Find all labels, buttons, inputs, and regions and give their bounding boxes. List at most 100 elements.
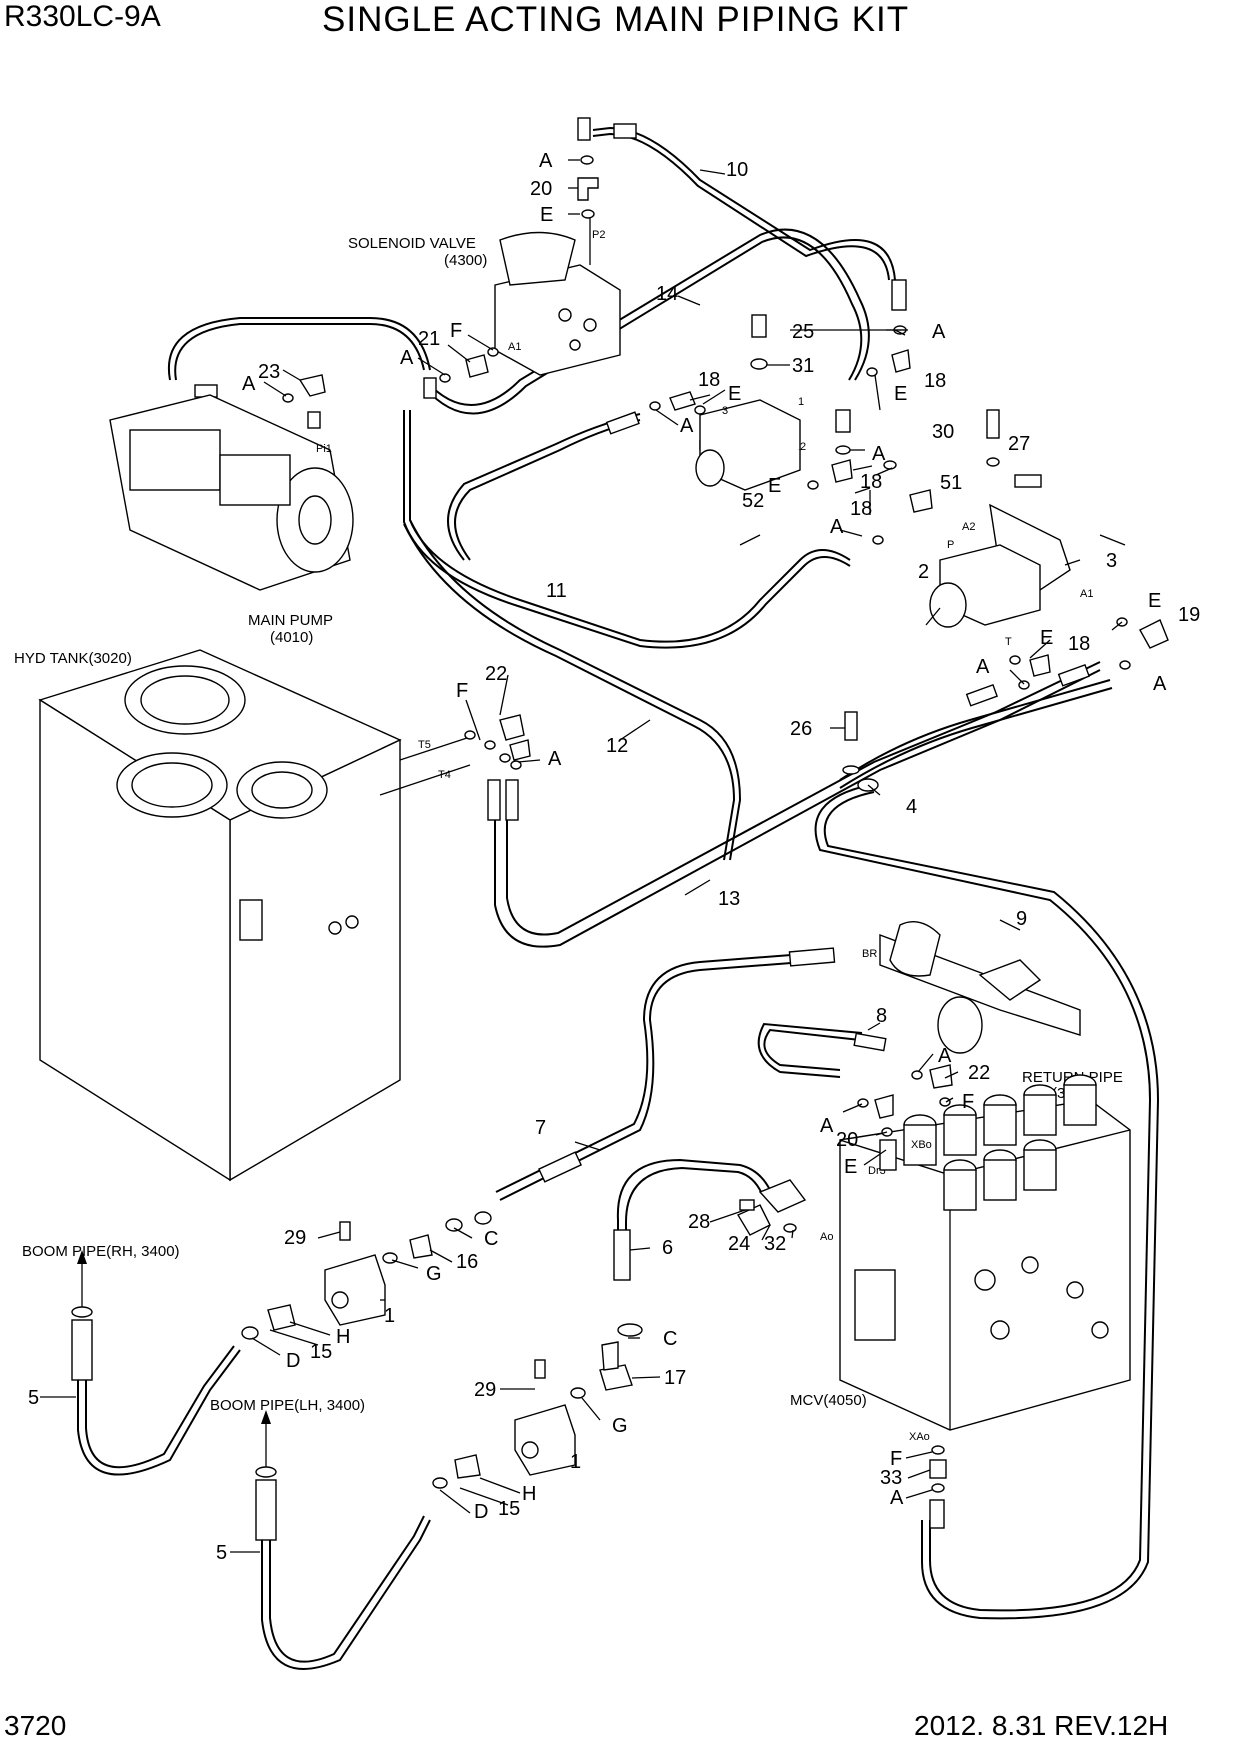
callout-label: A <box>830 516 844 538</box>
callout-label: 20 <box>836 1129 858 1151</box>
callout-label: 3 <box>1106 550 1117 572</box>
callout-label: 15 <box>498 1498 520 1520</box>
callout-label: 26 <box>790 718 812 740</box>
port-block-3: 3 <box>722 405 728 417</box>
mcv-valve-body <box>839 1074 1131 1431</box>
port-xao: XAo <box>909 1431 930 1443</box>
callout-label: 51 <box>940 472 962 494</box>
callout-label: 24 <box>728 1233 750 1255</box>
callout-label: 1 <box>384 1305 395 1327</box>
callout-label: 22 <box>968 1062 990 1084</box>
valve-block-52 <box>695 399 801 491</box>
callout-label: 18 <box>860 471 882 493</box>
hose-7 <box>495 947 836 1201</box>
model-number: R330LC-9A <box>4 0 161 33</box>
callout-label: 7 <box>535 1117 546 1139</box>
main-pump-label: MAIN PUMP <box>248 612 333 629</box>
hyd-tank <box>38 649 402 1182</box>
callout-label: E <box>768 475 781 497</box>
callout-label: H <box>336 1326 350 1348</box>
diagram-title: SINGLE ACTING MAIN PIPING KIT <box>322 0 910 39</box>
port-a2: A2 <box>962 521 975 533</box>
callout-label: 30 <box>932 421 954 443</box>
callout-label: G <box>612 1415 628 1437</box>
hose-11 <box>403 410 851 649</box>
callout-label: F <box>962 1091 974 1113</box>
callout-label: A <box>890 1487 904 1509</box>
boom-pipe-rh-label: BOOM PIPE(RH, 3400) <box>22 1243 180 1260</box>
mcv-label: MCV(4050) <box>790 1392 867 1409</box>
solenoid-valve <box>494 231 621 376</box>
port-a1-valve: A1 <box>1080 588 1093 600</box>
callout-label: C <box>663 1328 677 1350</box>
callout-label: 17 <box>664 1367 686 1389</box>
block-1-lower <box>514 1404 576 1476</box>
port-p: P <box>947 539 954 551</box>
hose-5-rh <box>71 1319 241 1476</box>
callout-label: F <box>456 680 468 702</box>
callout-label: F <box>450 320 462 342</box>
callout-label: E <box>728 383 741 405</box>
callout-label: 4 <box>906 796 917 818</box>
t5-leader <box>399 736 471 761</box>
boom-pipe-rh-arrow <box>71 1250 93 1318</box>
callout-label: 21 <box>418 328 440 350</box>
main-pump-code: (4010) <box>270 629 313 646</box>
revision-date: 2012. 8.31 REV.12H <box>914 1710 1169 1741</box>
port-ao: Ao <box>820 1231 833 1243</box>
port-t5: T5 <box>418 739 431 751</box>
hose-11-upper <box>447 411 641 561</box>
callout-label: A <box>400 347 414 369</box>
hose-8 <box>757 1022 887 1078</box>
callout-label: 5 <box>28 1387 39 1409</box>
port-p2: P2 <box>592 229 605 241</box>
callout-label: 23 <box>258 361 280 383</box>
callout-label: E <box>540 204 553 226</box>
hyd-tank-label: HYD TANK(3020) <box>14 650 132 667</box>
callout-label: 9 <box>1016 908 1027 930</box>
callout-label: A <box>242 373 256 395</box>
callout-label: H <box>522 1483 536 1505</box>
callout-label: 1 <box>570 1451 581 1473</box>
valve-2-bracket-3 <box>929 503 1071 628</box>
callout-label: 28 <box>688 1211 710 1233</box>
callout-label: 52 <box>742 490 764 512</box>
callout-label: 33 <box>880 1467 902 1489</box>
callout-label: 22 <box>485 663 507 685</box>
callout-label: A <box>680 415 694 437</box>
hose-14 <box>424 228 870 415</box>
t4-leader <box>379 764 471 796</box>
hose-12 <box>403 519 742 861</box>
fittings <box>241 117 1169 1529</box>
callout-label: 27 <box>1008 433 1030 455</box>
port-block-2: 2 <box>800 441 806 453</box>
port-a1: A1 <box>508 341 521 353</box>
callout-label: 16 <box>456 1251 478 1273</box>
callout-label: A <box>820 1115 834 1137</box>
callout-label: A <box>976 656 990 678</box>
solenoid-valve-label: SOLENOID VALVE <box>348 235 476 252</box>
callout-label: 18 <box>924 370 946 392</box>
callout-label: 25 <box>792 321 814 343</box>
port-pi1: Pi1 <box>316 443 332 455</box>
callout-label: 18 <box>850 498 872 520</box>
callout-label: D <box>474 1501 488 1523</box>
hose-10 <box>592 123 896 281</box>
callout-label: D <box>286 1350 300 1372</box>
callout-label: 5 <box>216 1542 227 1564</box>
callout-label: A <box>872 443 886 465</box>
callout-label: E <box>1148 590 1161 612</box>
callout-label: E <box>844 1156 857 1178</box>
callouts: A 20 E 10 14 21 F A 23 A 25 A 31 18 18 E… <box>28 150 1200 1564</box>
callout-label: 19 <box>1178 604 1200 626</box>
port-xbo: XBo <box>911 1139 932 1151</box>
callout-label: 32 <box>764 1233 786 1255</box>
callout-label: 18 <box>698 369 720 391</box>
callout-label: 29 <box>284 1227 306 1249</box>
callout-label: E <box>1040 627 1053 649</box>
callout-label: A <box>932 321 946 343</box>
callout-label: 2 <box>918 561 929 583</box>
callout-label: G <box>426 1263 442 1285</box>
